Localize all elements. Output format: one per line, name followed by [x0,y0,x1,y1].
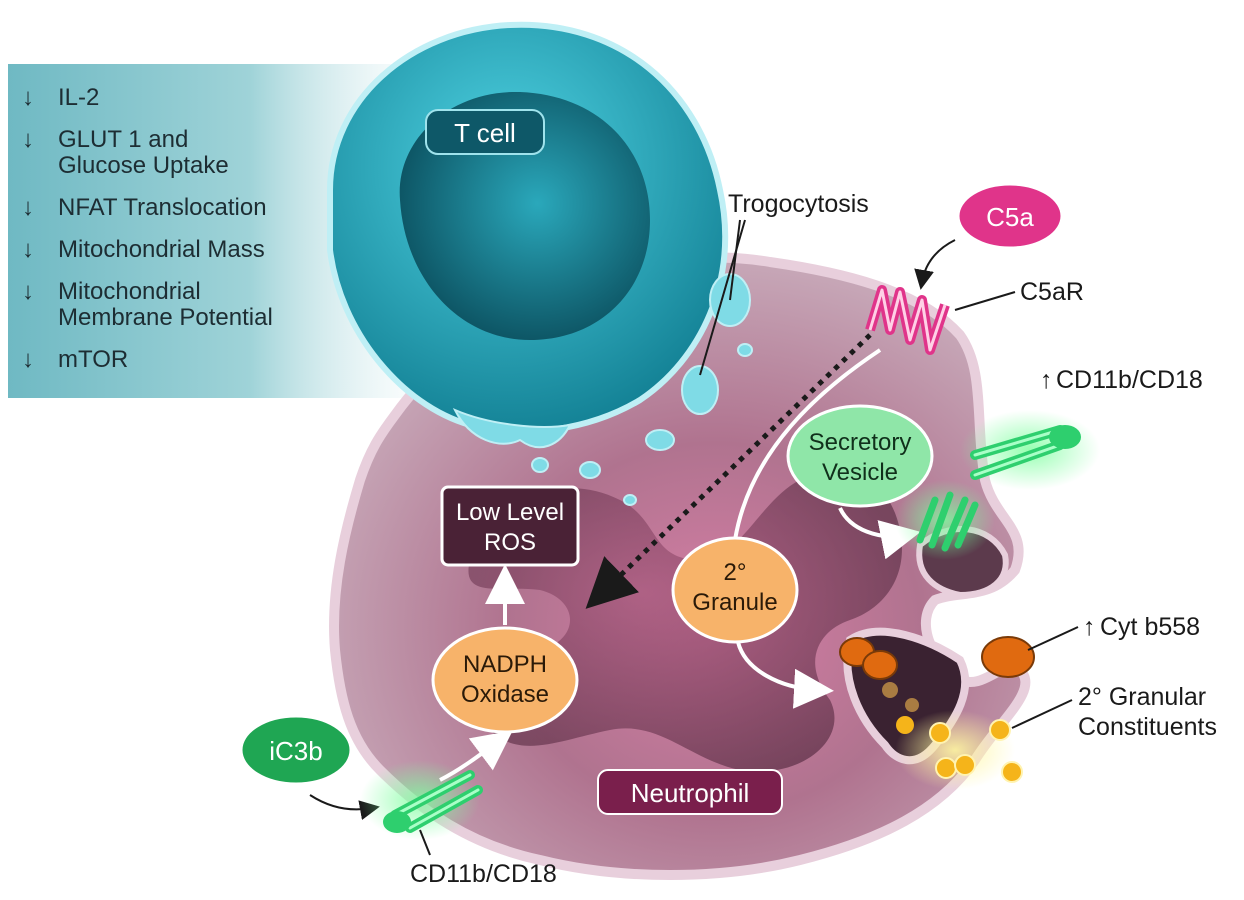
effect-arrow-4: ↓ [22,278,34,305]
granular-leader [1011,699,1073,729]
effect-arrow-2: ↓ [22,194,34,221]
secondary-granule: 2° Granule [671,536,799,644]
effect-arrow-0: ↓ [22,84,34,111]
c5a: C5a [956,182,1064,250]
trogocytosis-leader-2 [699,219,746,376]
c5a-label: C5a [986,202,1034,232]
granule-line1: 2° [724,559,747,586]
effect-item-5-line-0: mTOR [58,346,128,373]
cyt-b558-cluster [839,636,1035,680]
c5a-binding-arrow [914,239,956,290]
cyt-b558-arrow: ↑ [1083,613,1096,641]
granular-constituents-line2: Constituents [1078,713,1217,741]
cyt-b558-leader [1027,626,1079,651]
ros-line2: ROS [484,529,536,556]
cd11b-up-arrow: ↑ [1040,366,1053,394]
granule-line2: Granule [692,589,777,616]
integrin-to-nadph-arrow [439,730,513,782]
cd11b-up-label: CD11b/CD18 [1056,366,1203,394]
granular-constituents-line1: 2° Granular [1078,683,1206,711]
c5ar-to-nadph-arrow [585,333,872,609]
secretory-vesicle-line2: Vesicle [822,459,898,486]
effect-item-1-line-1: Glucose Uptake [58,152,229,179]
granular-constituents [882,682,1023,790]
effect-item-4-line-0: Mitochondrial [58,278,201,305]
effect-item-3-line-0: Mitochondrial Mass [58,236,265,263]
t-cell: T cell [327,21,753,506]
effect-item-2-line-0: NFAT Translocation [58,194,267,221]
t-cell-label-box [425,109,545,155]
granule-fusion-arrow [736,641,834,709]
effect-arrow-1: ↓ [22,126,34,153]
c5ar-receptor [865,285,950,355]
vesicle-fusion-arrow [838,507,921,560]
nadph-line1: NADPH [463,651,547,678]
neutrophil-label: Neutrophil [631,778,750,808]
effect-arrow-3: ↓ [22,236,34,263]
effect-item-4-line-1: Membrane Potential [58,304,273,331]
ic3b-label: iC3b [269,736,322,766]
secretory-vesicle-line1: Secretory [809,429,912,456]
secretory-vesicle: Secretory Vesicle [786,404,934,508]
effect-item-1-line-0: GLUT 1 and [58,126,188,153]
cyt-b558-label: Cyt b558 [1100,613,1200,641]
ic3b: iC3b [239,714,353,786]
cd11b-cd18-upper [960,410,1100,490]
effect-arrow-5: ↓ [22,346,34,373]
c5ar-to-granule-path [733,348,882,541]
cd11b-cluster [895,480,995,560]
c5ar-label: C5aR [1020,278,1084,306]
nadph-oxidase: NADPH Oxidase [431,626,579,734]
ros-line1: Low Level [456,499,564,526]
cd11b-cd18-lower [360,760,483,840]
neutrophil-label-group: Neutrophil [597,769,783,815]
t-cell-label: T cell [454,118,516,148]
trogocytosis-leader-1 [729,219,741,301]
low-level-ros: Low Level ROS [440,485,580,567]
c5ar-leader [954,291,1016,311]
effect-item-0-line-0: IL-2 [58,84,99,111]
cd11b-bottom-leader [419,829,431,856]
trogocytosis-label: Trogocytosis [728,190,869,218]
cd11b-bottom-label: CD11b/CD18 [410,860,557,888]
nadph-line2: Oxidase [461,681,549,708]
